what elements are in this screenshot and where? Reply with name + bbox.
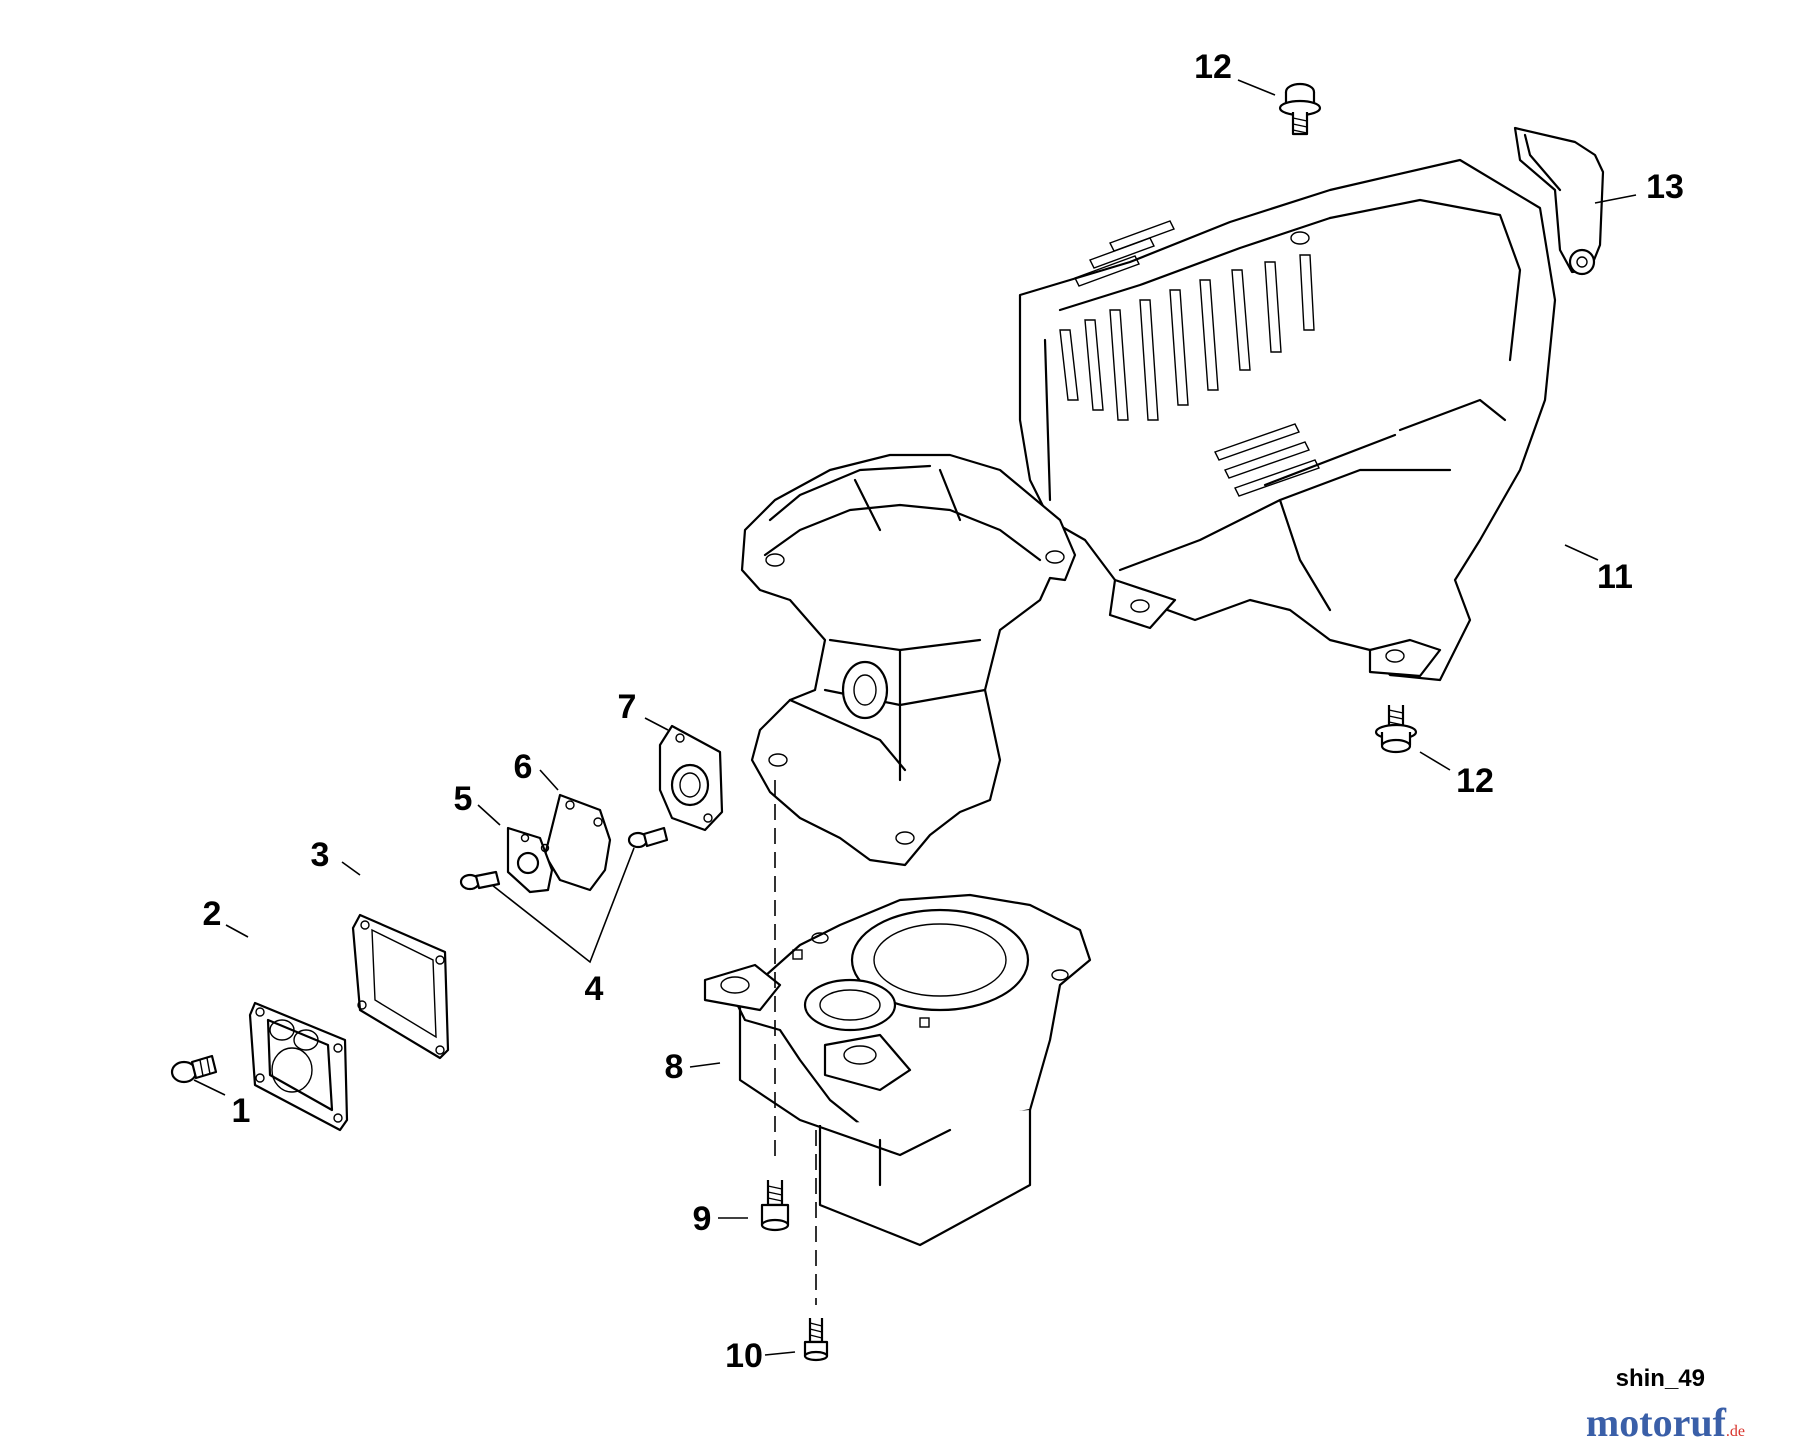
callout-8: 8 xyxy=(665,1048,684,1086)
part-cover-plate-2 xyxy=(248,1001,349,1132)
callout-6: 6 xyxy=(514,748,533,786)
leader-lines xyxy=(193,79,1637,1356)
part-bolt-12-lower xyxy=(1374,705,1418,754)
diagram-id: shin_49 xyxy=(1616,1365,1705,1392)
part-gasket-7 xyxy=(658,724,724,832)
callout-5: 5 xyxy=(454,780,473,818)
callout-12-bottom: 12 xyxy=(1456,762,1494,800)
part-plate-6 xyxy=(543,793,612,892)
part-screw-1 xyxy=(170,1054,218,1084)
watermark-suffix: .de xyxy=(1726,1423,1745,1440)
part-screw-4a xyxy=(459,870,501,891)
part-bracket-5 xyxy=(506,826,554,894)
callout-4: 4 xyxy=(585,970,604,1008)
part-gasket-3 xyxy=(351,913,450,1060)
callout-10: 10 xyxy=(725,1337,763,1375)
part-cylinder-block xyxy=(703,893,1092,1247)
callout-2: 2 xyxy=(203,895,222,933)
part-bolt-12-upper xyxy=(1278,82,1322,136)
svg-text:motoruf.de: motoruf.de xyxy=(1586,1400,1745,1444)
part-fan-cover xyxy=(1018,158,1557,682)
part-screw-4b xyxy=(627,826,669,849)
assembly-lines xyxy=(774,780,817,1305)
watermark-brand: motoruf xyxy=(1586,1400,1727,1444)
callout-11: 11 xyxy=(1597,558,1633,596)
callout-13: 13 xyxy=(1646,168,1684,206)
callout-7: 7 xyxy=(618,688,637,726)
part-bolt-10 xyxy=(803,1318,829,1362)
callout-9: 9 xyxy=(693,1200,712,1238)
callout-1: 1 xyxy=(232,1092,251,1130)
callout-12-top: 12 xyxy=(1194,48,1232,86)
part-small-cover xyxy=(1513,126,1605,276)
part-intake-housing xyxy=(740,453,1077,867)
part-cap-screw-9 xyxy=(760,1180,790,1232)
callout-3: 3 xyxy=(311,836,330,874)
callouts: 12 13 11 12 7 6 5 3 4 2 1 8 9 10 xyxy=(203,48,1684,1375)
watermark-logo: motoruf.de xyxy=(1586,1400,1745,1444)
